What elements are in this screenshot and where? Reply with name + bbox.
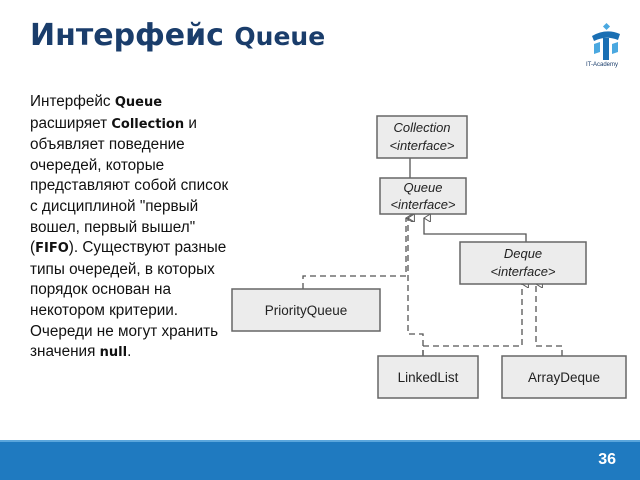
logo-text: IT-Academy — [586, 62, 619, 68]
linkedlist-to-queue-arrow — [408, 218, 424, 356]
collection-name: Collection — [393, 120, 450, 135]
footer-bar — [0, 442, 640, 480]
deque-interface-box: Deque <interface> — [459, 241, 587, 285]
code-collection: Collection — [111, 116, 185, 132]
queue-stereotype: <interface> — [390, 197, 455, 212]
queue-interface-box: Queue <interface> — [379, 177, 467, 215]
queue-hierarchy-diagram: Collection <interface> Queue <interface>… — [231, 115, 627, 399]
code-null: null — [99, 345, 128, 361]
page-number: 36 — [598, 451, 616, 468]
title-code: Queue — [234, 22, 326, 51]
arraydeque-name: ArrayDeque — [528, 370, 600, 385]
arraydeque-class-box: ArrayDeque — [501, 355, 627, 399]
footer-divider — [0, 440, 640, 442]
desc-part: и объявляет поведение очередей, которые … — [30, 114, 229, 257]
slide-title: Интерфейс Queue — [30, 18, 325, 53]
deque-to-queue-arrow — [424, 218, 527, 242]
linkedlist-to-deque-arrow — [422, 284, 522, 356]
deque-stereotype: <interface> — [490, 264, 555, 279]
collection-interface-box: Collection <interface> — [376, 115, 468, 159]
code-queue: Queue — [114, 95, 163, 110]
linkedlist-class-box: LinkedList — [377, 355, 479, 399]
it-academy-logo-icon — [592, 22, 620, 60]
queue-name: Queue — [403, 180, 442, 195]
desc-part: ). Существуют разные типы очередей, в ко… — [30, 239, 227, 361]
arraydeque-to-deque-arrow — [536, 284, 563, 356]
code-fifo: FIFO — [35, 241, 69, 257]
linkedlist-name: LinkedList — [398, 370, 459, 385]
title-prefix: Интерфейс — [30, 18, 224, 53]
desc-part: Интерфейс — [30, 93, 115, 110]
desc-part: расширяет — [30, 114, 112, 132]
priorityqueue-name: PriorityQueue — [265, 303, 348, 318]
description-text: Интерфейс Queue расширяет Collection и о… — [30, 92, 235, 364]
priorityqueue-to-queue-arrow — [302, 218, 406, 289]
collection-stereotype: <interface> — [389, 138, 454, 153]
desc-part: . — [127, 343, 132, 361]
priorityqueue-class-box: PriorityQueue — [231, 288, 381, 332]
deque-name: Deque — [504, 246, 542, 261]
